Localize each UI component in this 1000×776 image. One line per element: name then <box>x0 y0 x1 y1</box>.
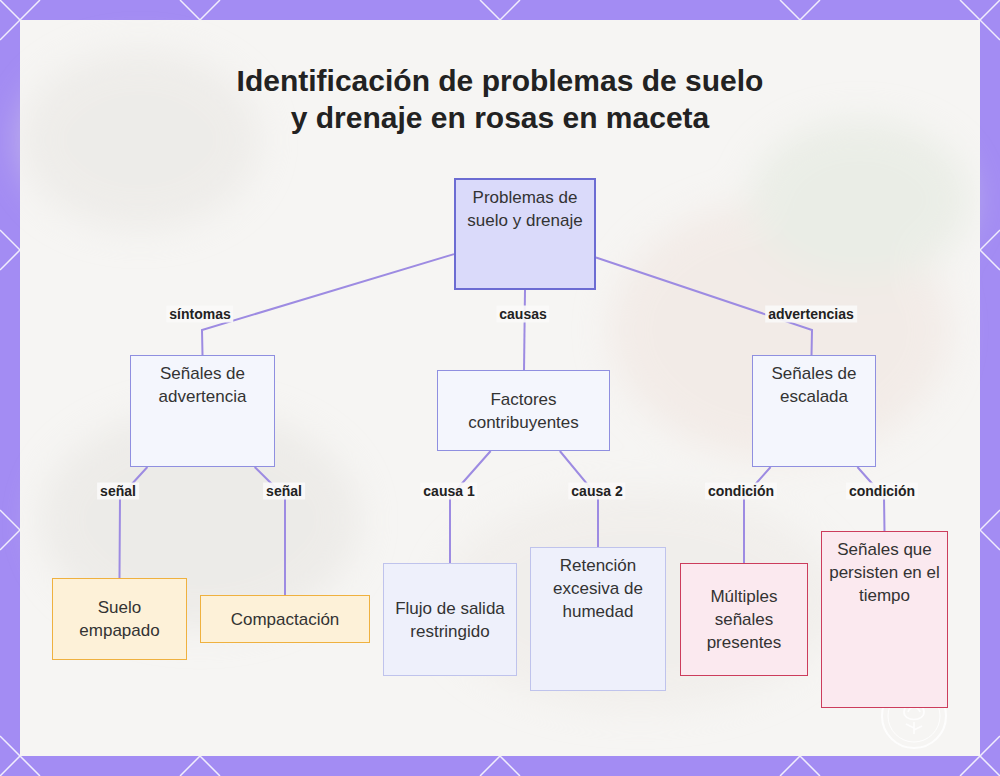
category-box: Factores contribuyentes <box>437 370 610 451</box>
symptom-box: Compactación <box>200 595 370 643</box>
warning-box: Señales que persisten en el tiempo <box>821 531 948 708</box>
edge-label: causa 2 <box>568 483 625 500</box>
edge-label: señal <box>97 483 139 500</box>
edge-label: síntomas <box>166 306 233 323</box>
warning-box: Múltiples señales presentes <box>680 563 808 676</box>
cause-box: Retención excesiva de humedad <box>530 547 666 691</box>
node-text: Retención excesiva de humedad <box>537 554 659 623</box>
category-box: Señales de advertencia <box>130 355 275 467</box>
node-text: Señales de advertencia <box>137 362 268 408</box>
node-text: Problemas de suelo y drenaje <box>462 186 588 232</box>
node-text: Flujo de salida restringido <box>390 597 510 643</box>
connector-line <box>202 254 454 355</box>
connector-line <box>450 451 491 563</box>
connector-line <box>523 290 526 370</box>
root-box: Problemas de suelo y drenaje <box>454 178 596 290</box>
edge-label: causa 1 <box>420 483 477 500</box>
edge-label: advertencias <box>765 306 857 323</box>
node-text: Múltiples señales presentes <box>687 585 801 654</box>
edge-label: causas <box>496 306 549 323</box>
symptom-box: Suelo empapado <box>52 578 187 660</box>
cause-box: Flujo de salida restringido <box>383 563 517 676</box>
node-text: Señales que persisten en el tiempo <box>828 538 941 607</box>
node-text: Factores contribuyentes <box>444 388 603 434</box>
diagram-title: Identificación de problemas de suelo y d… <box>230 62 770 136</box>
node-text: Suelo empapado <box>59 596 180 642</box>
node-text: Compactación <box>231 608 340 631</box>
blurred-photo <box>20 50 970 710</box>
edge-label: condición <box>705 483 777 500</box>
connector-line <box>744 467 771 563</box>
edge-label: condición <box>846 483 918 500</box>
category-box: Señales de escalada <box>752 355 876 467</box>
edge-label: señal <box>263 483 305 500</box>
inner-panel <box>20 20 980 756</box>
node-text: Señales de escalada <box>759 362 869 408</box>
